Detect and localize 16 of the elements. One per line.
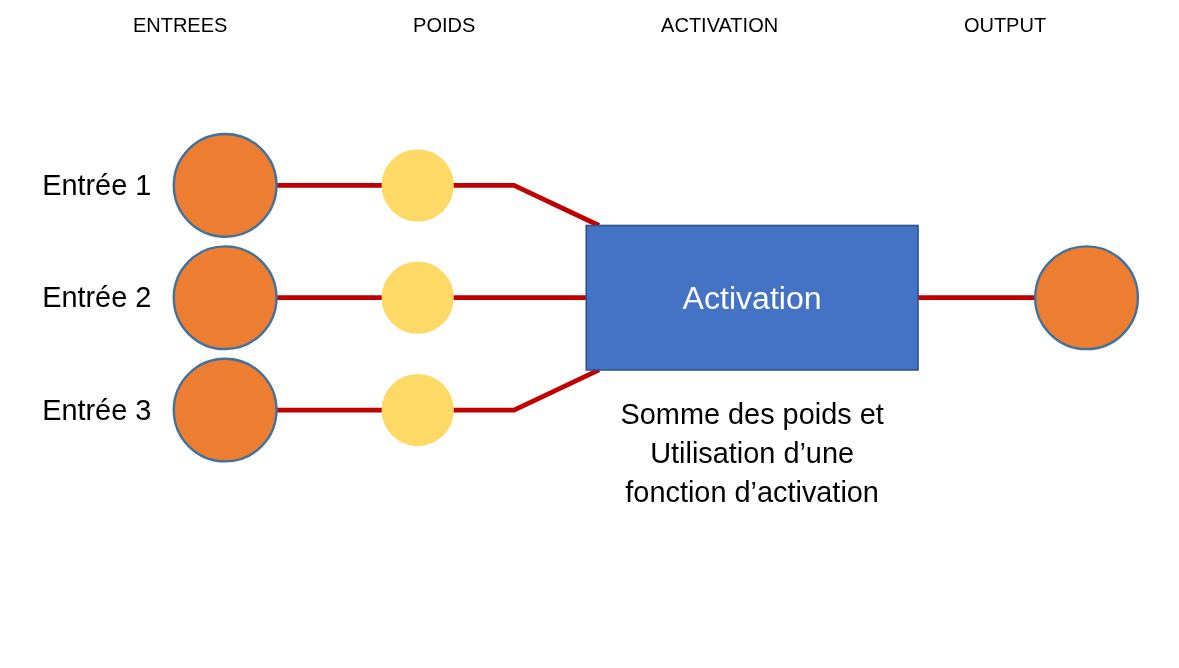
- column-header: ENTREES: [132, 14, 228, 37]
- node-circle: [172, 357, 278, 463]
- node-circle: [381, 149, 454, 222]
- node-caption: Entrée 2: [41, 281, 151, 314]
- node-circle: [381, 373, 454, 447]
- node-caption: Somme des poids et Utilisation d’une fonction d’activation: [620, 398, 884, 508]
- column-header: POIDS: [413, 14, 476, 37]
- node-circle: [381, 261, 454, 334]
- column-header: ACTIVATION: [661, 14, 779, 37]
- node-circle: [172, 132, 278, 238]
- node-circle: [172, 245, 278, 351]
- column-header: OUTPUT: [963, 14, 1047, 37]
- node-caption: Entrée 3: [41, 393, 151, 426]
- node-caption: Entrée 1: [41, 169, 151, 201]
- node-box: Activation: [584, 224, 919, 371]
- node-circle: [1033, 245, 1139, 351]
